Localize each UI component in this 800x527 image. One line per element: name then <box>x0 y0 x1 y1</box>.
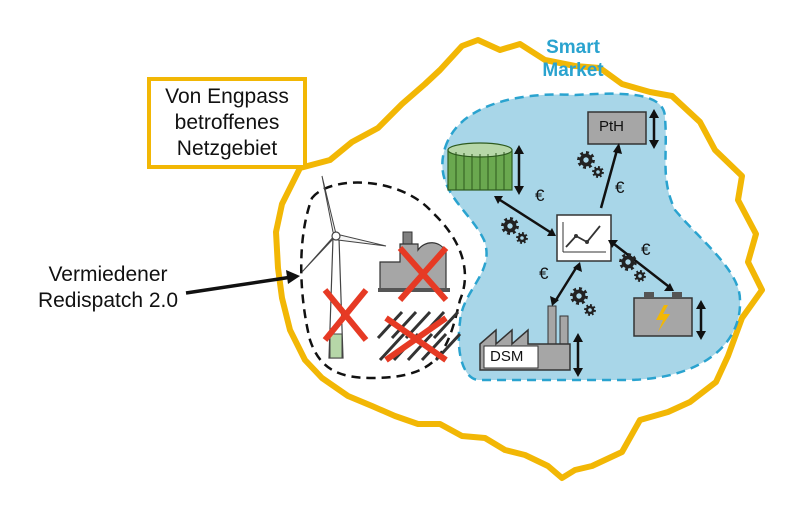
affected-grid-area-label: Von Engpass betroffenes Netzgebiet <box>147 77 307 169</box>
smart-title-line-2: Market <box>542 60 604 81</box>
avoided-line-2: Redispatch 2.0 <box>37 289 179 312</box>
label-line-3: Netzgebiet <box>176 137 278 160</box>
avoided-redispatch-label: Vermiedener Redispatch 2.0 <box>18 262 198 314</box>
power-to-heat-icon <box>587 109 659 149</box>
cross-icon <box>384 315 448 363</box>
market-chart-icon <box>556 214 612 262</box>
cross-icon <box>322 288 369 342</box>
wind-turbine-icon <box>301 175 387 359</box>
avoided-line-1: Vermiedener <box>48 263 168 286</box>
smart-market-title: Smart Market <box>518 36 628 82</box>
avoided-arrow-head <box>286 270 300 284</box>
cross-icon <box>397 246 449 302</box>
label-line-2: betroffenes <box>174 111 280 134</box>
battery-icon <box>633 292 706 340</box>
euro-sign-dsm: € <box>539 264 549 283</box>
gear-hole <box>625 259 631 265</box>
avoided-arrow <box>185 275 293 295</box>
biogas-tank-icon <box>447 142 524 195</box>
gear-hole <box>638 274 642 278</box>
dsm-label: DSM <box>490 348 524 365</box>
gear-hole <box>576 293 582 299</box>
gear-hole <box>583 157 589 163</box>
gear-hole <box>520 236 524 240</box>
market-connections <box>494 143 674 306</box>
gear-hole <box>588 308 592 312</box>
euro-sign-battery: € <box>641 240 651 259</box>
pth-label: PtH <box>599 118 625 135</box>
gear-group <box>501 151 646 316</box>
grid-region-outline <box>273 37 765 481</box>
factory-icon <box>479 305 583 377</box>
label-line-1: Von Engpass <box>165 85 289 108</box>
gear-hole <box>596 170 600 174</box>
gear-hole <box>507 223 513 229</box>
euro-sign-biogas: € <box>535 186 545 205</box>
smart-title-line-1: Smart <box>546 37 600 58</box>
euro-sign-pth: € <box>615 178 625 197</box>
